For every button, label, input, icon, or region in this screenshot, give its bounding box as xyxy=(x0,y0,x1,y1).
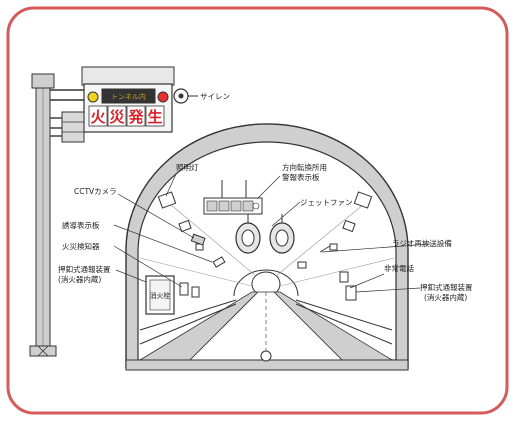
ceiling-lights xyxy=(157,191,373,251)
siren-label: サイレン xyxy=(200,92,230,101)
red-lamp-icon xyxy=(157,91,169,103)
warning-char-1: 火 xyxy=(90,108,106,126)
warning-char-2: 災 xyxy=(109,108,125,126)
direction-sign-label: 方向転換所用 警報表示板 xyxy=(282,162,329,182)
yellow-lamp-icon xyxy=(87,91,99,103)
right-wall-equipment xyxy=(297,245,357,301)
fire-detector-label: 火災検知器 xyxy=(62,241,100,251)
direction-sign-line-2: 警報表示板 xyxy=(282,172,320,182)
leader-lines xyxy=(113,173,431,293)
alarm-right-line-1: 押釦式通報装置 xyxy=(420,282,473,292)
warning-char-3: 発 xyxy=(127,108,144,126)
alarm-left-line-2: (消火器内蔵) xyxy=(58,274,101,284)
lighting-label: 照明灯 xyxy=(176,162,199,172)
signal-pole xyxy=(29,73,84,357)
alarm-right-line-2: (消火器内蔵) xyxy=(424,292,467,302)
fire-warning-board: トンネル内 火 災 発 生 xyxy=(61,66,198,143)
tunnel-display-text: トンネル内 xyxy=(111,92,146,101)
cctv-label: CCTVカメラ xyxy=(74,187,117,196)
radio-label: ラジオ再放送設備 xyxy=(392,238,452,248)
alarm-right-label: 押釦式通報装置 (消火器内蔵) xyxy=(420,282,475,302)
warning-char-4: 生 xyxy=(147,108,162,126)
guide-sign-label: 誘導表示板 xyxy=(62,220,100,230)
alarm-left-label: 押釦式通報装置 (消火器内蔵) xyxy=(58,264,113,284)
jet-fan-label: ジェットファン xyxy=(300,198,353,207)
warning-characters: 火 災 発 生 xyxy=(88,105,165,127)
left-wall-equipment: 消火栓 xyxy=(145,256,226,315)
emergency-phone-label: 非常電話 xyxy=(384,263,414,273)
direction-sign-line-1: 方向転換所用 xyxy=(282,162,327,172)
alarm-left-line-1: 押釦式通報装置 xyxy=(58,264,111,274)
jet-fan-icon xyxy=(235,214,295,254)
extinguisher-label: 消火栓 xyxy=(150,291,171,300)
tunnel-cross-section xyxy=(125,123,409,371)
direction-sign-board xyxy=(203,180,263,215)
